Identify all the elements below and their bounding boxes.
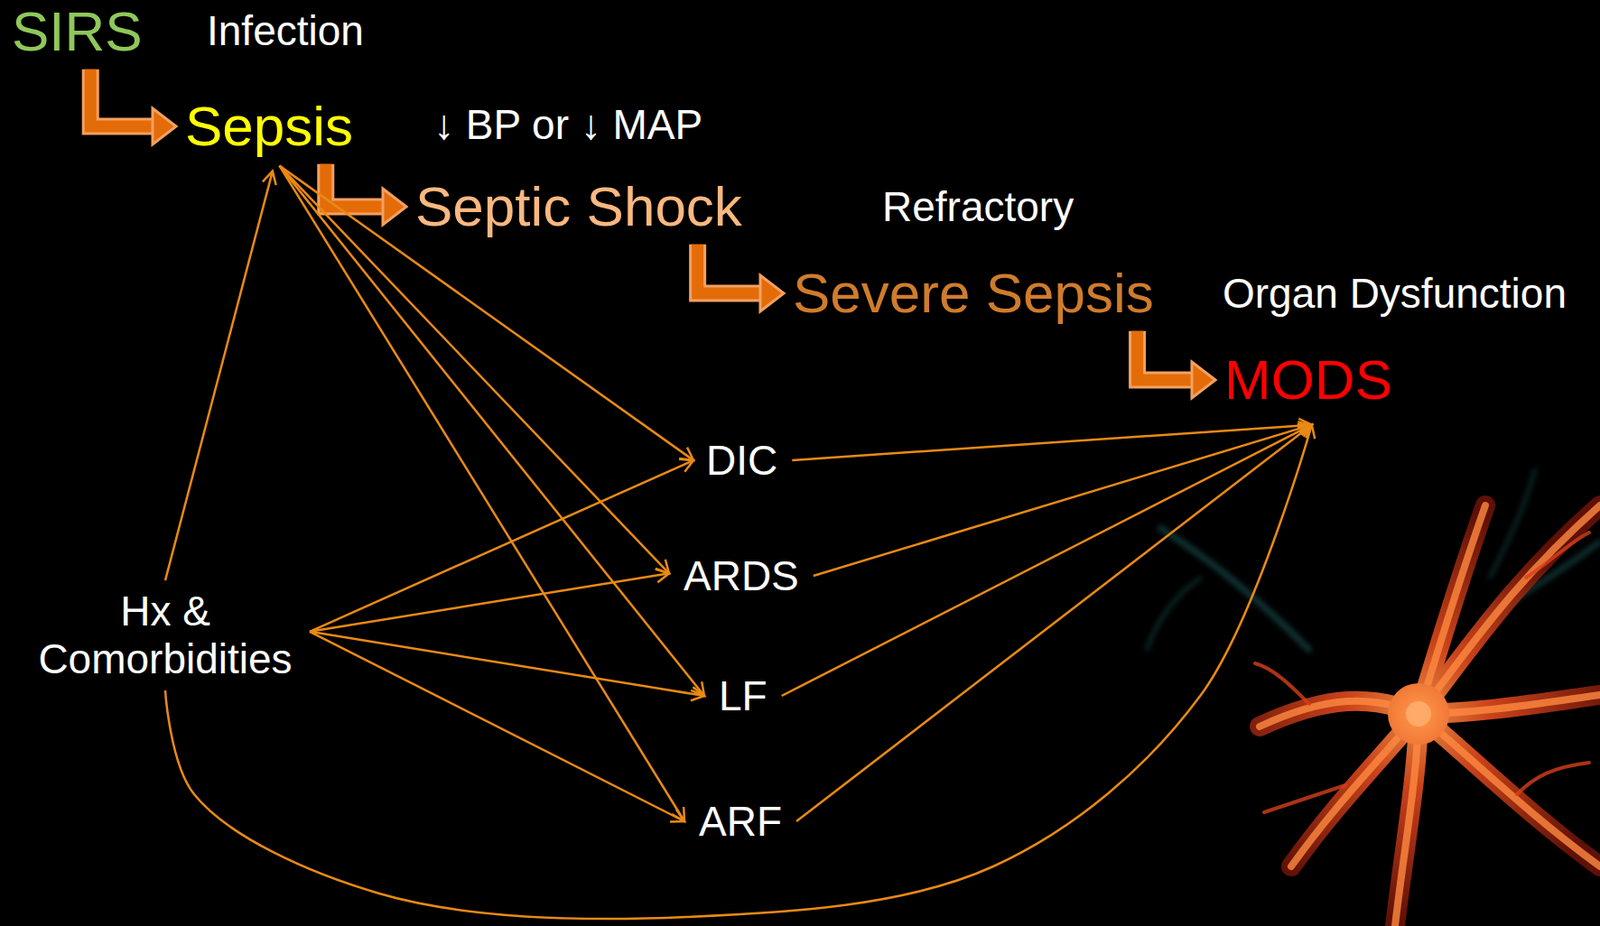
node-text: LF [718,672,768,721]
arrow-line [791,425,1312,461]
arrow-shaft-outline [325,164,387,207]
annotation-label: Infection [206,7,364,56]
link-arrow [796,425,1312,822]
node-text: DIC [706,437,778,485]
stage-term: MODS [1222,347,1395,412]
arrow-shaft-outline [1137,331,1196,381]
node-text: Hx & Comorbidities [29,587,301,684]
annotation-label: Organ Dysfunction [1222,269,1567,318]
arrow-shaft [325,164,387,207]
node-text: ARF [698,798,782,847]
arrow-head [669,809,685,823]
neuron-body [1387,683,1450,745]
stage-arrow [325,164,407,225]
stage-term: SIRS [9,0,145,65]
arrow-shaft-outline [697,244,764,294]
arrow-head [655,568,670,583]
node-text: Severe Sepsis [792,260,1154,326]
arrow-line [309,632,705,697]
annotation-label: Refractory [882,183,1074,232]
arrow-line [279,166,705,697]
node-text: ARDS [683,552,800,601]
link-arrow [781,424,1312,697]
arrow-head [679,459,694,473]
link-arrow [165,425,1315,920]
complication-term: ARDS [681,552,801,601]
neuron-core [1405,701,1432,727]
link-arrow [791,418,1312,461]
node-text: Septic Shock [415,174,743,239]
arrow-head [382,188,407,225]
arrow-head [1297,425,1312,439]
link-arrow [165,171,277,581]
stage-arrow [697,244,784,312]
stage-term: Sepsis [183,93,355,159]
arrow-head [152,108,177,145]
arrow-shaft [1137,331,1196,381]
node-text: MODS [1224,347,1393,412]
node-text: SIRS [11,0,143,65]
complication-term: DIC [704,437,780,485]
link-arrow [309,568,670,633]
arrow-line [309,573,670,632]
arrow-line [165,425,1312,920]
arrow-head [1191,362,1216,399]
arrow-line [796,425,1312,822]
stage-arrow [1137,331,1216,399]
link-arrow [279,166,705,697]
node-text: Sepsis [185,93,354,159]
link-arrow [279,166,685,822]
arrow-shaft [90,69,157,127]
arrow-head [262,171,277,187]
arrow-line [279,166,685,822]
stage-term: Severe Sepsis [790,260,1156,326]
arrow-shaft [697,244,764,294]
arrow-line [165,171,273,581]
link-arrow [309,459,694,633]
arrow-head [760,275,784,312]
link-arrow [309,632,705,702]
risk-factor-term: Hx & Comorbidities [27,587,303,684]
complication-term: ARF [697,798,784,847]
stage-arrow [90,69,177,145]
arrow-shaft-outline [90,69,157,127]
arrow-line [781,425,1312,697]
link-arrow [309,632,685,823]
stage-term: Septic Shock [413,174,745,239]
complication-term: LF [716,672,770,721]
arrow-line [309,632,685,822]
annotation-label: ↓ BP or ↓ MAP [433,101,703,149]
red-neuron [1255,505,1600,926]
arrow-line [309,460,694,633]
arrow-head [690,687,705,701]
